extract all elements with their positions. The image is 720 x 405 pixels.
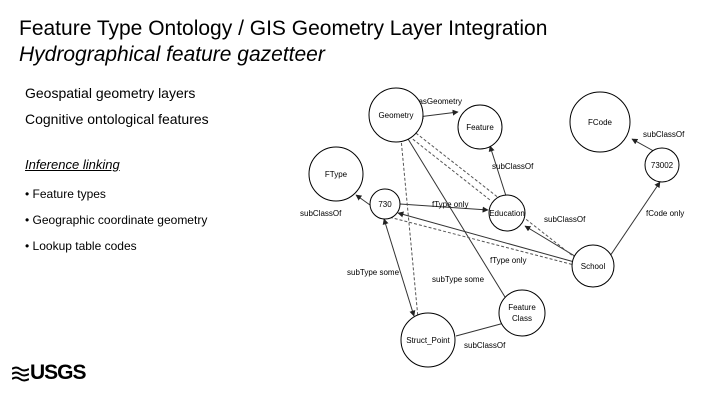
node-73002-label: 73002 [651, 161, 674, 170]
bullet-item: Feature types [25, 187, 207, 213]
geospatial-layers-text: Geospatial geometry layers [25, 85, 196, 101]
slide-subtitle: Hydrographical feature gazetteer [19, 43, 325, 66]
node-geometry: Geometry [368, 87, 424, 143]
edge-featureclass-geometry [404, 133, 506, 298]
edge-labels: hasGeometry subClassOf subClassOf subCla… [300, 97, 685, 350]
node-struct-point-label: Struct_Point [406, 336, 450, 345]
label-ftype-only-1: fType only [432, 200, 468, 209]
bullet-list: Feature types Geographic coordinate geom… [25, 187, 208, 265]
label-subclassof-feature: subClassOf [492, 162, 534, 171]
dashed-geometry-education [404, 132, 491, 201]
diagram-edges [355, 109, 661, 337]
edge-school-730 [397, 211, 579, 264]
edge-730-structpoint [382, 218, 416, 317]
usgs-logo: USGS [12, 361, 87, 385]
node-struct-point: Struct_Point [400, 312, 456, 368]
node-feature: Feature [457, 104, 503, 150]
node-feature-label: Feature [466, 123, 494, 132]
node-school-label: School [581, 262, 606, 271]
edge-school-education [524, 225, 579, 259]
bullet-item: Geographic coordinate geometry [25, 213, 208, 239]
node-730-label: 730 [378, 200, 392, 209]
edge-education-feature [488, 145, 507, 197]
node-school: School [571, 244, 615, 288]
node-ftype: FType [308, 146, 364, 202]
inference-heading: Inference linking [25, 157, 120, 172]
node-73002: 73002 [644, 147, 680, 183]
node-ftype-label: FType [325, 170, 348, 179]
edge-730-ftype [355, 194, 371, 206]
node-fcode: FCode [569, 91, 631, 153]
node-feature-class-label-1: Feature [508, 303, 536, 312]
slide-title: Feature Type Ontology / GIS Geometry Lay… [19, 17, 548, 40]
node-730: 730 [369, 188, 401, 220]
edge-school-73002 [609, 181, 661, 257]
node-fcode-label: FCode [588, 118, 613, 127]
node-feature-class: Feature Class [498, 289, 546, 337]
label-fcode-only: fCode only [646, 209, 684, 218]
label-subclassof-school: subClassOf [544, 215, 586, 224]
node-geometry-label: Geometry [378, 111, 413, 120]
label-subtype-some-2: subType some [432, 275, 485, 284]
label-subclassof-fcode: subClassOf [643, 130, 685, 139]
usgs-logo-text: USGS [30, 361, 87, 384]
bullet-item: Lookup table codes [25, 239, 207, 265]
edge-hasgeometry [417, 109, 459, 120]
edge-730-education [399, 203, 489, 213]
node-education: Education [488, 194, 526, 232]
label-ftype-only-2: fType only [490, 256, 526, 265]
label-subclassof-730: subClassOf [300, 209, 342, 218]
label-subclassof-struct: subClassOf [464, 341, 506, 350]
node-feature-class-label-2: Class [512, 314, 532, 323]
dashed-geometry-school [411, 129, 579, 261]
cognitive-features-text: Cognitive ontological features [25, 111, 209, 127]
usgs-wave-icon [12, 364, 29, 382]
node-education-label: Education [489, 209, 525, 218]
edge-structpoint-featureclass [455, 320, 509, 337]
dashed-geometry-structpoint [399, 127, 419, 319]
label-subtype-some-1: subType some [347, 268, 400, 277]
label-hasgeometry: hasGeometry [414, 97, 462, 106]
dashed-730-school [384, 215, 579, 267]
